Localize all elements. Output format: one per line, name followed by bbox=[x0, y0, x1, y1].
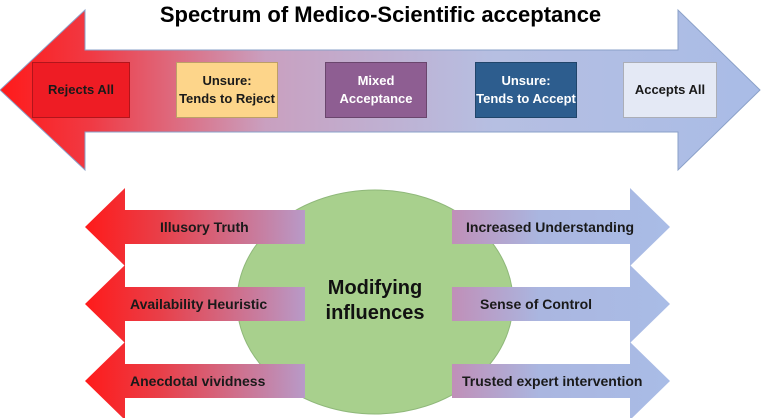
spectrum-box-accepts-all: Accepts All bbox=[623, 62, 717, 118]
spectrum-box-rejects-all: Rejects All bbox=[32, 62, 130, 118]
diagram-title: Spectrum of Medico-Scientific acceptance bbox=[159, 2, 602, 27]
left-influence-label: Illusory Truth bbox=[160, 219, 249, 235]
right-influence-label: Sense of Control bbox=[480, 296, 593, 312]
center-label: Modifying influences bbox=[325, 277, 425, 324]
right-influence-label: Trusted expert intervention bbox=[462, 373, 643, 389]
right-arrow-3 bbox=[452, 342, 670, 418]
spectrum-box-tends-to-accept: Unsure: Tends to Accept bbox=[475, 62, 577, 118]
left-influence-label: Anecdotal vividness bbox=[130, 373, 266, 389]
left-arrow-3 bbox=[85, 342, 305, 418]
left-influence-label: Availability Heuristic bbox=[130, 296, 268, 312]
left-arrow-1 bbox=[85, 188, 305, 266]
left-arrow-2 bbox=[85, 265, 305, 343]
right-influence-label: Increased Understanding bbox=[466, 219, 635, 235]
right-arrow-1 bbox=[452, 188, 670, 266]
spectrum-box-mixed-acceptance: Mixed Acceptance bbox=[325, 62, 427, 118]
right-arrow-2 bbox=[452, 265, 670, 343]
spectrum-box-tends-to-reject: Unsure: Tends to Reject bbox=[176, 62, 278, 118]
